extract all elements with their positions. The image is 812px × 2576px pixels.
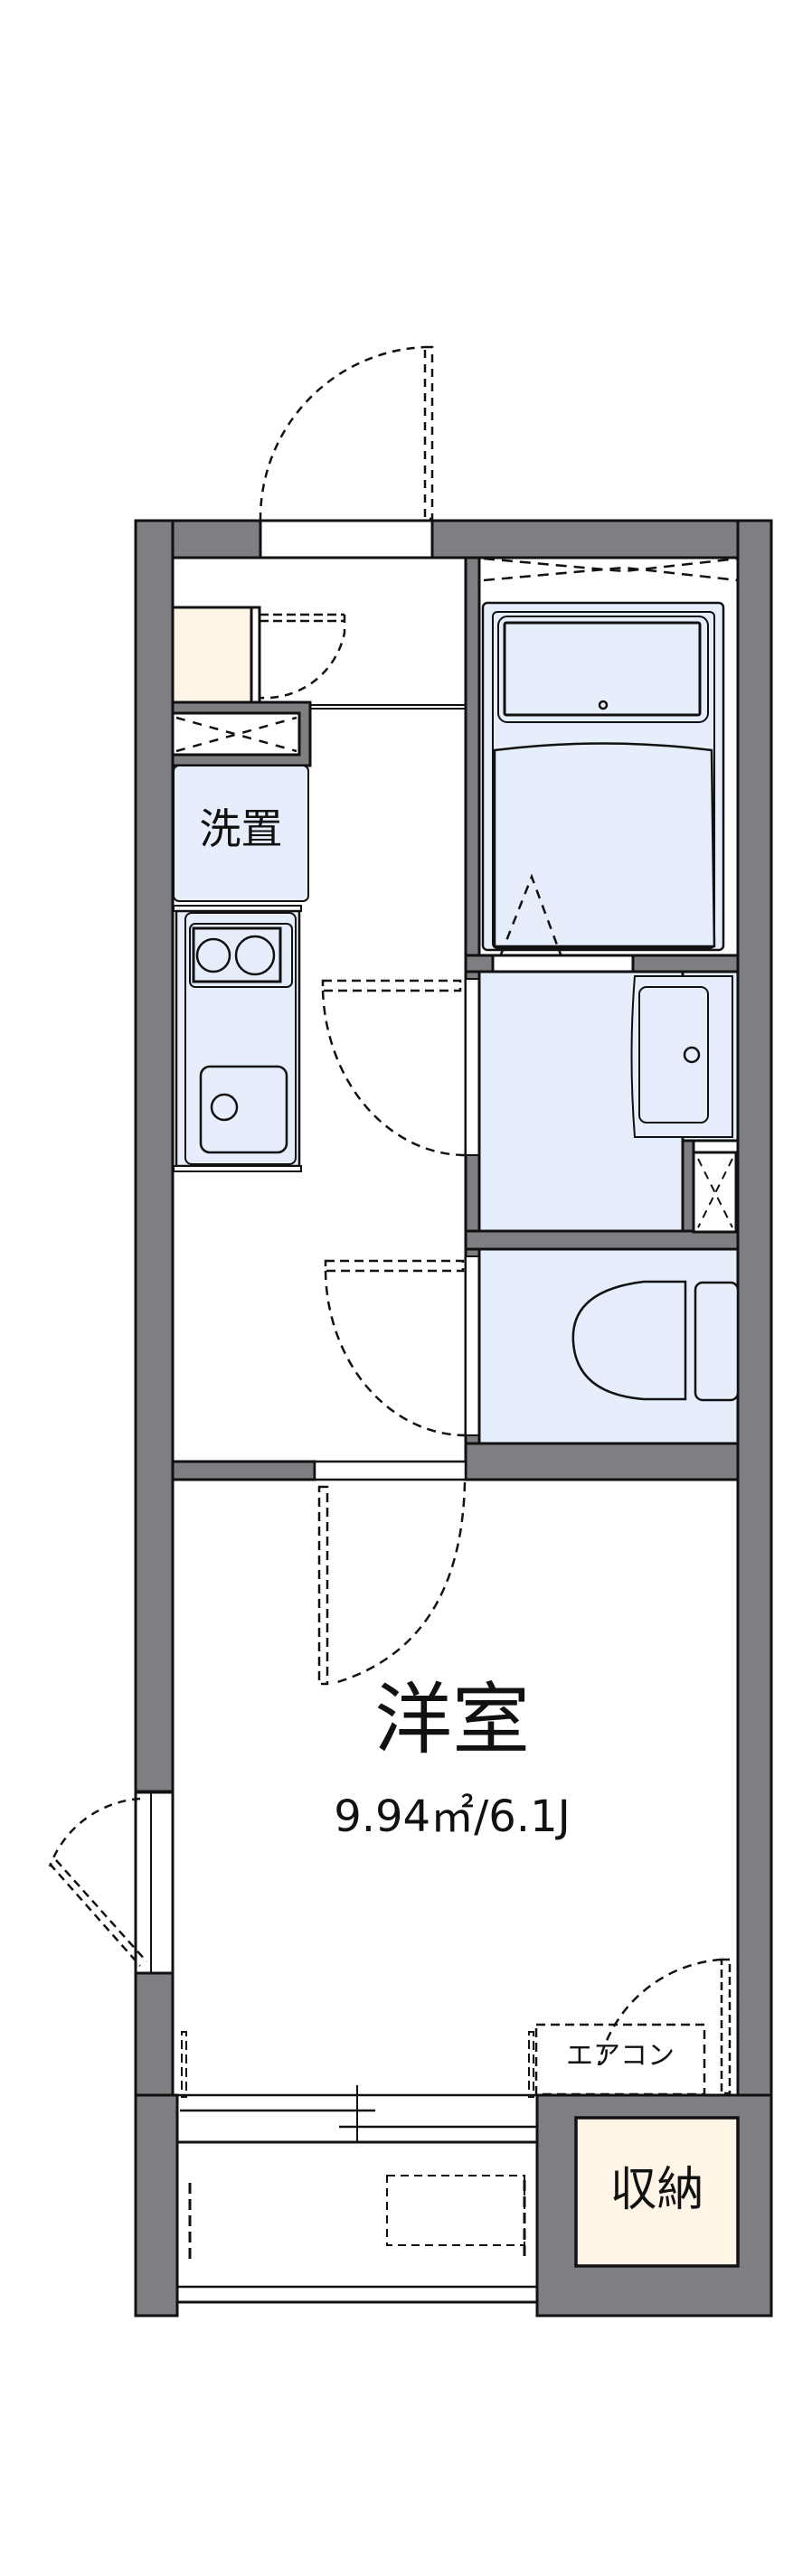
washroom — [477, 970, 740, 1234]
storage-box — [171, 711, 301, 757]
entrance-door — [259, 345, 434, 559]
toilet-room — [477, 1247, 740, 1445]
washroom-door — [321, 978, 480, 1157]
burner-icon — [234, 935, 276, 976]
sink-drain-icon — [210, 1093, 239, 1122]
washer-space-label: 洗置 — [199, 804, 283, 853]
balcony — [175, 2140, 539, 2304]
bathroom — [477, 556, 740, 957]
air-conditioner — [534, 2023, 706, 2096]
closet — [574, 2116, 740, 2268]
kitchen-counter — [173, 905, 302, 1172]
room-door — [313, 1460, 467, 1686]
drain-icon — [598, 700, 609, 710]
burner-icon — [195, 937, 231, 973]
aircon-label: エアコン — [566, 2040, 675, 2072]
room-name: 洋室 — [374, 1675, 530, 1765]
side-window-door — [48, 1791, 175, 1975]
sliding-window — [177, 2031, 537, 2154]
toilet-door — [324, 1255, 480, 1437]
closet-door — [597, 1958, 732, 2095]
basin-drain-icon — [683, 1046, 701, 1064]
closet-label: 収納 — [609, 2163, 704, 2217]
shoe-cabinet — [171, 606, 466, 710]
room-area: 9.94㎡/6.1J — [334, 1791, 571, 1842]
washer-space — [173, 765, 309, 902]
